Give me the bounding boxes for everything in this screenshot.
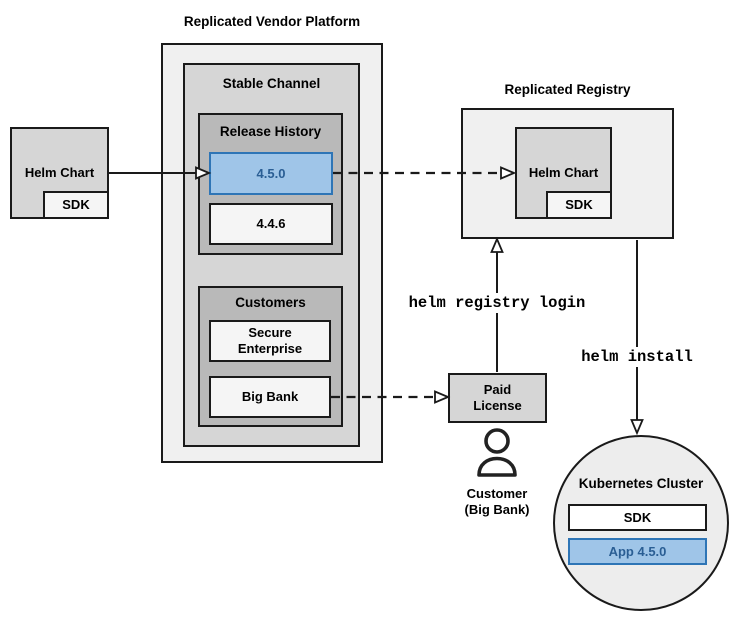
cluster-app-box: App 4.5.0: [568, 538, 707, 565]
release-history-title: Release History: [219, 124, 322, 139]
customer-caption-line2: (Big Bank): [464, 502, 530, 518]
stable-channel-title: Stable Channel: [222, 76, 321, 91]
source-sdk-box: SDK: [43, 191, 109, 219]
customer-caption: Customer (Big Bank): [437, 486, 557, 519]
customers-title: Customers: [235, 295, 306, 310]
cluster-sdk-box: SDK: [568, 504, 707, 531]
helm-registry-login-label: helm registry login: [387, 293, 607, 313]
customer-item-secure-enterprise: Secure Enterprise: [209, 320, 331, 362]
helm-install-label: helm install: [557, 347, 717, 367]
customer-item-big-bank: Big Bank: [209, 376, 331, 418]
helm-install-text: helm install: [577, 347, 697, 367]
paid-license-box: Paid License: [448, 373, 547, 423]
source-helm-chart-label: Helm Chart: [24, 165, 95, 180]
helm-registry-login-text: helm registry login: [404, 293, 590, 313]
customer-caption-line1: Customer: [466, 486, 528, 501]
customer-person-icon: [477, 428, 517, 477]
release-item-4-5-0: 4.5.0: [209, 152, 333, 195]
registry-title: Replicated Registry: [504, 82, 631, 97]
arrow-registry-to-cluster: [630, 240, 644, 436]
registry-helm-chart-label: Helm Chart: [528, 165, 599, 180]
registry-sdk-box: SDK: [546, 191, 612, 219]
vendor-platform-title: Replicated Vendor Platform: [183, 14, 361, 29]
release-item-4-4-6: 4.4.6: [209, 203, 333, 245]
kubernetes-cluster-title: Kubernetes Cluster: [578, 476, 704, 491]
